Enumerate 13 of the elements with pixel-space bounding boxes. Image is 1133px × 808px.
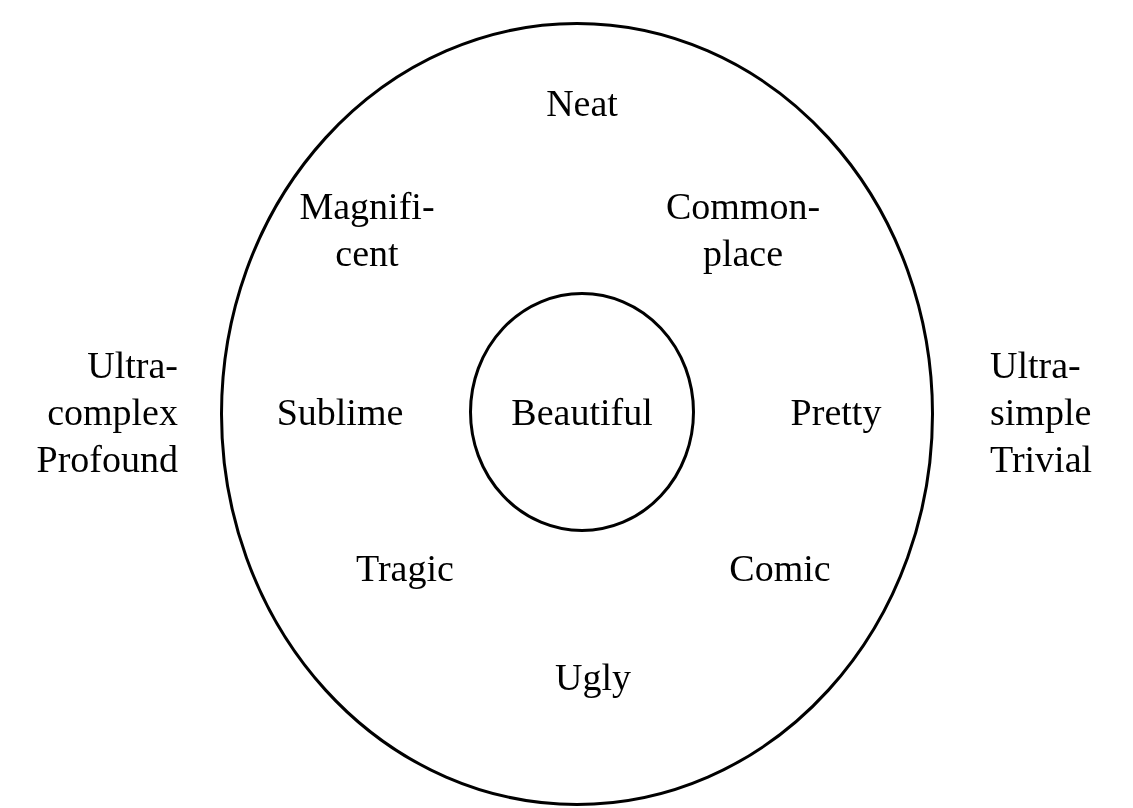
node-label: Comic xyxy=(729,545,831,591)
inner-circle xyxy=(469,292,695,532)
axis-label: Ultra- simple Trivial xyxy=(990,342,1094,482)
node-label: Tragic xyxy=(356,545,454,591)
node-label: Ugly xyxy=(555,654,631,700)
node-label: Neat xyxy=(546,80,618,126)
node-label: Beautiful xyxy=(511,389,653,435)
node-label: Common- place xyxy=(665,184,821,276)
node-label: Pretty xyxy=(790,389,882,435)
node-label: Sublime xyxy=(276,389,404,435)
axis-label: Ultra- complex Profound xyxy=(35,342,178,482)
node-label: Magnifi- cent xyxy=(299,184,435,276)
outer-ellipse xyxy=(220,22,934,806)
